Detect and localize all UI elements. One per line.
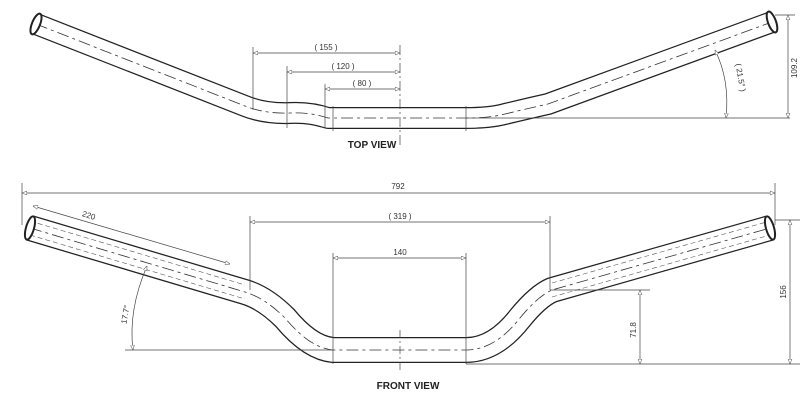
dim-80: ( 80 ) [353,79,372,88]
dim-319: ( 319 ) [388,212,411,221]
top-left-tube-end [29,12,43,36]
angle-arc-17 [132,266,148,350]
dim-792: 792 [391,182,405,191]
top-view: ( 155 ) ( 120 ) ( 80 ) 109.2 ( 21.5° ) T… [29,10,799,151]
front-view: 792 220 ( 319 ) 140 17.7° 71.8 156 FRONT… [21,182,800,392]
dim-155: ( 155 ) [314,43,337,52]
angle-17-7: 17.7° [119,305,131,325]
dim-220: 220 [81,209,97,222]
top-right-tube-end [765,10,779,34]
dim-120: ( 120 ) [331,62,354,71]
dim-71-8: 71.8 [629,322,638,338]
top-centerline [35,21,773,119]
dim-140: 140 [393,248,407,257]
front-right-tube-end [763,215,777,241]
dim-line-220 [33,206,230,264]
angle-21-5: ( 21.5° ) [734,63,748,93]
top-view-title: TOP VIEW [348,140,397,151]
dim-156: 156 [779,285,788,299]
front-view-title: FRONT VIEW [377,381,440,392]
angle-arc-21 [714,50,727,118]
dim-109-2: 109.2 [790,57,799,78]
